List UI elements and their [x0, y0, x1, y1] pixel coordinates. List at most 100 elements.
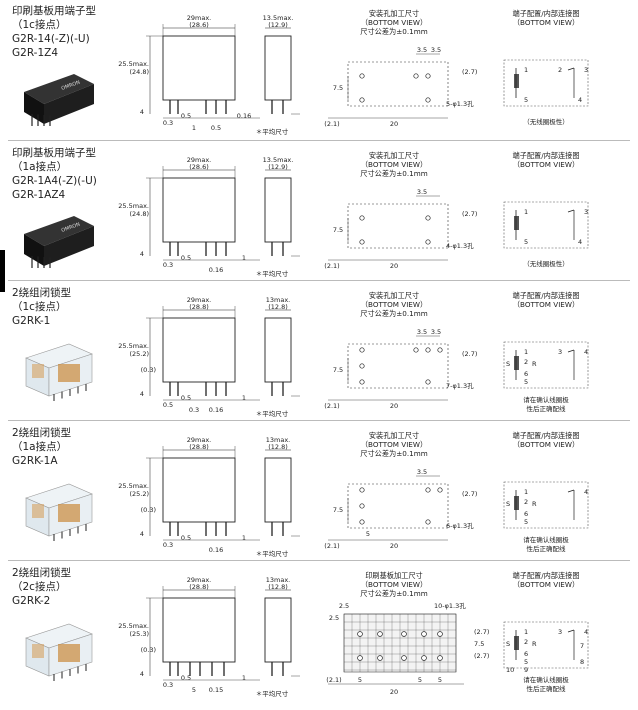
pin-10-label: 10	[506, 666, 514, 674]
mounting-hole	[421, 655, 427, 661]
offset-label: (2.7)	[462, 350, 477, 358]
hole-spec-label: 7-φ1.3孔	[446, 382, 474, 390]
pin-6-label: 6	[524, 650, 528, 658]
dimension-drawing: 29max.(28.8)25.5max.(25.2)4(0.3)0.50.50.…	[118, 296, 300, 418]
pin-2-label: 2	[558, 66, 562, 74]
dimension-drawing: 29max.(28.6)25.5max.(24.8)40.30.50.16113…	[118, 156, 300, 278]
mounting-hole	[359, 519, 365, 525]
dimension-drawing: 29max.(28.8)25.5max.(25.2)4(0.3)0.30.50.…	[118, 436, 300, 558]
product-title: 2绕组闭锁型（1a接点）G2RK-1A	[12, 426, 71, 468]
offset-label: (2.7)	[474, 628, 489, 636]
pitch-label-a: 3.5	[417, 188, 427, 196]
product-title-line: G2R-14(-Z)(-U)	[12, 33, 90, 45]
pitch-label-b: 2.5	[329, 614, 339, 622]
width-typical-label: (28.8)	[189, 303, 209, 311]
pin-4-label: 4	[584, 488, 588, 496]
pitch-label-b: 3.5	[431, 328, 441, 336]
pcb-heading: 安装孔加工尺寸	[369, 9, 419, 18]
pin-dim-1: 0.3	[163, 541, 173, 549]
terminal-caption-1: 请在确认线圈极	[523, 535, 569, 544]
product-title-line: 印刷基板用端子型	[12, 147, 96, 159]
pin-dim-2: 0.5	[181, 674, 191, 682]
edge-offset-label: (2.1)	[324, 542, 339, 550]
product-title-line: G2R-1AZ4	[12, 189, 66, 201]
row-spacing-label: 7.5	[333, 226, 343, 234]
row-divider	[8, 560, 630, 561]
offset-label: (2.7)	[462, 68, 477, 76]
span-label: 20	[390, 120, 398, 128]
width-typical-label: (28.8)	[189, 443, 209, 451]
average-dimension-note: ＊平均尺寸	[256, 269, 289, 278]
pin-4-label: 4	[578, 96, 582, 104]
product-title-line: 2绕组闭锁型	[12, 427, 72, 439]
height-label: 25.5max.	[118, 482, 149, 490]
terminal-caption-1: 请在确认线圈极	[523, 675, 569, 684]
height-label: 25.5max.	[118, 60, 149, 68]
pitch-label-a: 3.5	[417, 46, 427, 54]
product-title-line: G2RK-1A	[12, 455, 58, 467]
mounting-hole	[377, 655, 383, 661]
pin-dim-6: 5	[192, 686, 196, 694]
mounting-hole	[413, 73, 419, 79]
side-width-label: 13max.	[266, 296, 291, 304]
pin-length-label: 4	[140, 530, 144, 538]
pin-length-label: 4	[140, 670, 144, 678]
hole-spec-label: 6-φ1.3孔	[446, 522, 474, 530]
pin-5-label: 5	[524, 96, 528, 104]
row-spacing-label: 7.5	[333, 506, 343, 514]
pcb-tolerance: 尺寸公差为±0.1mm	[360, 27, 427, 36]
pin-2-label: 2	[524, 498, 528, 506]
mounting-hole	[357, 631, 363, 637]
height-typical-label: (24.8)	[129, 68, 149, 76]
span-label: 20	[390, 262, 398, 270]
span-label: 20	[390, 402, 398, 410]
mounting-hole	[437, 347, 443, 353]
gap-label: (0.3)	[141, 646, 156, 654]
mounting-hole	[359, 97, 365, 103]
height-label: 25.5max.	[118, 202, 149, 210]
terminal-heading: 端子配置/内部连接图	[512, 151, 579, 160]
terminal-bottom-view: （BOTTOM VIEW）	[513, 18, 579, 27]
terminal-caption-2: 性后正确配线	[527, 404, 567, 413]
width-typical-label: (28.6)	[189, 163, 209, 171]
pin-5-label: 5	[524, 658, 528, 666]
height-typical-label: (25.3)	[129, 630, 149, 638]
relay-photo: OMRON	[24, 74, 94, 126]
side-width-typical-label: (12.9)	[268, 163, 288, 171]
pin-dim-3: 0.16	[209, 546, 223, 554]
pcb-heading: 安装孔加工尺寸	[369, 291, 419, 300]
product-title: 2绕组闭锁型（2c接点）G2RK-2	[12, 566, 71, 608]
terminal-bottom-view: （BOTTOM VIEW）	[513, 440, 579, 449]
edge-offset-label: (2.1)	[326, 676, 341, 684]
pin-length-label: 4	[140, 250, 144, 258]
pin-dim-4: 1	[242, 674, 246, 682]
reset-coil-label: R	[532, 500, 537, 508]
span-label: 20	[390, 542, 398, 550]
hole-spec-label: 4-φ1.3孔	[446, 242, 474, 250]
pcb-hole-layout: 印刷基板加工尺寸（BOTTOM VIEW）尺寸公差为±0.1mm2.52.510…	[326, 571, 489, 696]
mounting-hole	[437, 655, 443, 661]
pitch-label-a: 3.5	[417, 328, 427, 336]
mounting-hole	[425, 347, 431, 353]
pcb-tolerance: 尺寸公差为±0.1mm	[360, 309, 427, 318]
dimension-drawing: 29max.(28.8)25.5max.(25.3)4(0.3)0.30.50.…	[118, 576, 300, 698]
mounting-hole	[359, 503, 365, 509]
pcb-bottom-view: （BOTTOM VIEW）	[361, 18, 427, 27]
pin-1-label: 1	[524, 66, 528, 74]
pcb-heading: 安装孔加工尺寸	[369, 431, 419, 440]
set-coil-label: S	[506, 500, 510, 508]
pin-5-label: 5	[524, 518, 528, 526]
pin-dim-4: 1	[242, 534, 246, 542]
offset-label: (2.7)	[462, 210, 477, 218]
mounting-hole	[359, 347, 365, 353]
average-dimension-note: ＊平均尺寸	[256, 689, 289, 698]
pin-4-label: 4	[584, 348, 588, 356]
pitch-label-b: 3.5	[431, 46, 441, 54]
pin-dim-2: 0.5	[181, 534, 191, 542]
